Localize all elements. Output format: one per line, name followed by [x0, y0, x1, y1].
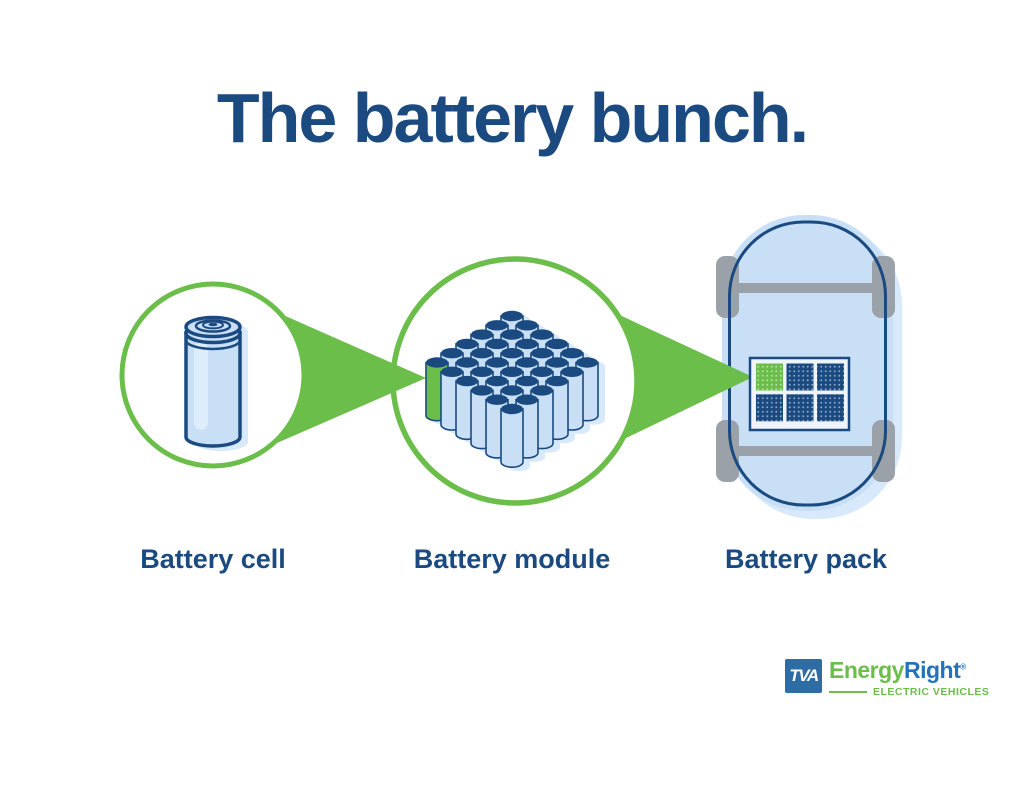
- module-cell-top: [486, 320, 508, 331]
- module-cell-top: [456, 338, 478, 350]
- tagline-text: ELECTRIC VEHICLES: [873, 686, 990, 698]
- module-cell-top: [486, 394, 508, 405]
- pack-module-dots: [786, 363, 814, 391]
- tagline-rule: [829, 690, 867, 694]
- battery-cell-illustration: [184, 315, 248, 451]
- pack-modules: [756, 363, 844, 422]
- module-cell-top: [516, 338, 538, 350]
- module-cell-top: [546, 357, 568, 368]
- front-axle: [733, 283, 879, 293]
- car-chassis-outline: [728, 220, 887, 507]
- registered-mark: ®: [960, 662, 966, 672]
- module-cell-top: [561, 348, 583, 359]
- module-cell-top: [501, 403, 523, 415]
- module-cell-cylinder: [500, 408, 524, 468]
- front-right-wheel-icon: [872, 256, 895, 318]
- pack-module-dots: [786, 394, 814, 422]
- module-cell-top: [516, 357, 538, 368]
- module-cell-top: [471, 366, 493, 377]
- rear-left-wheel-icon: [716, 420, 739, 482]
- battery-module-label: Battery module: [413, 544, 611, 574]
- module-cell-top: [561, 366, 583, 377]
- brand-right-text: Right: [903, 657, 961, 683]
- module-cell-top: [501, 329, 523, 340]
- cell-rim-line-2: [184, 339, 242, 351]
- battery-pack-label: Battery pack: [724, 544, 888, 574]
- module-cell-top: [501, 310, 523, 322]
- pack-module-dots: [756, 394, 783, 422]
- module-cell-top: [516, 375, 538, 387]
- page-title: The battery bunch.: [216, 79, 809, 157]
- module-cell-top: [426, 357, 448, 368]
- energyright-logo: TVA EnergyRight® ELECTRIC VEHICLES: [785, 659, 989, 698]
- module-cell-top: [531, 385, 553, 396]
- brand-column: EnergyRight® ELECTRIC VEHICLES: [829, 659, 989, 698]
- module-cell-top: [471, 348, 493, 359]
- pack-module-dots: [756, 363, 783, 391]
- cell-ring-inner: [202, 320, 224, 330]
- battery-module-illustration: [425, 310, 605, 472]
- module-cell-top: [486, 338, 508, 350]
- pack-module-dots: [817, 363, 844, 391]
- module-cell-top: [471, 385, 493, 396]
- brand-energy-text: Energy: [829, 657, 904, 683]
- tagline-row: ELECTRIC VEHICLES: [829, 686, 989, 698]
- module-cell-top: [531, 348, 553, 359]
- module-cell-top: [441, 366, 463, 377]
- module-cell-top: [531, 329, 553, 340]
- module-cell-top: [501, 385, 523, 396]
- brand-wordmark: EnergyRight®: [829, 659, 989, 682]
- module-cell-top: [486, 357, 508, 368]
- module-cell-top: [486, 375, 508, 387]
- module-cell-top: [441, 348, 463, 359]
- cell-ring-outer: [194, 319, 232, 333]
- module-cell-top: [456, 375, 478, 387]
- module-cell-top: [501, 366, 523, 377]
- battery-cell-label: Battery cell: [140, 544, 286, 574]
- cell-terminal: [208, 322, 218, 327]
- module-cell-top: [546, 338, 568, 350]
- module-cell-top: [516, 320, 538, 331]
- module-cell-top: [456, 357, 478, 368]
- module-cell-top: [516, 394, 538, 405]
- module-cell-top: [471, 329, 493, 340]
- tva-logo-icon: TVA: [785, 659, 822, 693]
- module-cell-top: [576, 357, 598, 368]
- module-cell-top: [531, 366, 553, 377]
- battery-pack-illustration: [748, 356, 851, 432]
- module-cell-top: [546, 375, 568, 387]
- pack-module-dots: [817, 394, 844, 422]
- module-cell-top: [501, 348, 523, 359]
- rear-axle: [733, 446, 879, 456]
- cell-highlight: [194, 342, 208, 430]
